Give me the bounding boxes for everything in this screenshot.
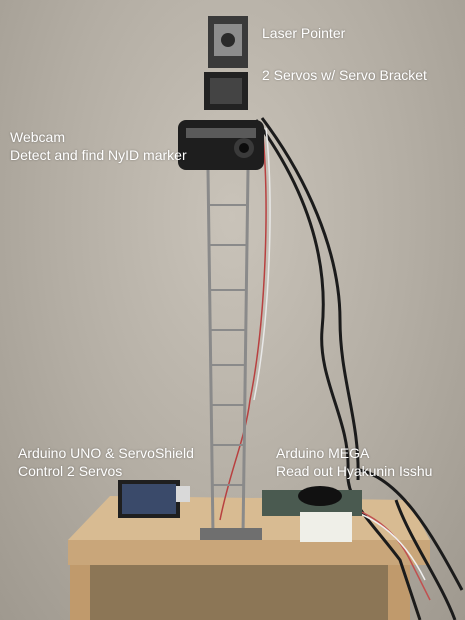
arduino-uno-desc-label: Control 2 Servos xyxy=(18,463,123,479)
servos-label: 2 Servos w/ Servo Bracket xyxy=(262,67,427,83)
arduino-mega xyxy=(262,486,362,542)
cables xyxy=(254,117,464,620)
servos xyxy=(204,72,248,110)
webcam-desc-label: Detect and find NyID marker xyxy=(10,147,187,163)
laser-pointer xyxy=(208,16,248,68)
arduino-uno-label: Arduino UNO & ServoShield xyxy=(18,445,194,461)
laser-pointer-label: Laser Pointer xyxy=(262,25,346,41)
arduino-mega-label: Arduino MEGA xyxy=(276,445,370,461)
tower xyxy=(200,169,262,540)
red-white-wires xyxy=(219,124,431,601)
arduino-uno-servoshield xyxy=(118,480,190,518)
arduino-mega-desc-label: Read out Hyakunin Isshu xyxy=(276,463,433,479)
webcam xyxy=(178,120,264,170)
webcam-label: Webcam xyxy=(10,129,65,145)
